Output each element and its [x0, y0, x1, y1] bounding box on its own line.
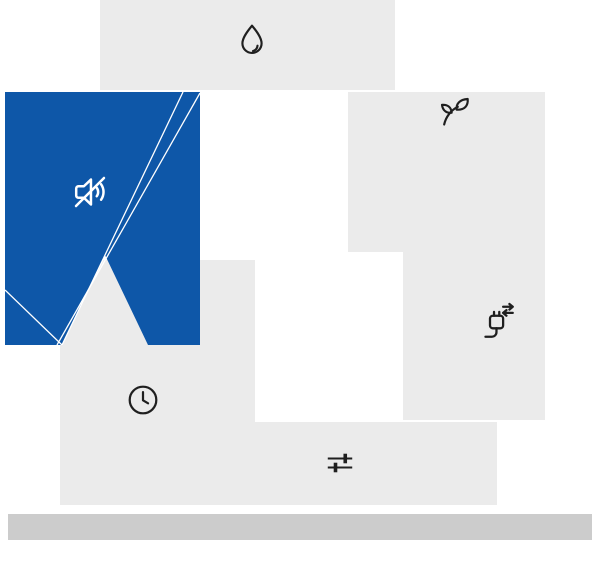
blue-ribbon-banner [4, 91, 201, 346]
speaker-mute-icon [67, 169, 113, 215]
ribbon-shape [4, 91, 201, 346]
clock-icon [124, 381, 162, 419]
plug-swap-icon [476, 301, 518, 343]
sliders-icon [322, 445, 358, 481]
panel-top [100, 0, 395, 90]
footer-strip [8, 514, 592, 540]
panel-right-lower [403, 92, 545, 420]
leaf-icon [435, 92, 475, 132]
water-drop-icon [232, 20, 272, 64]
panel-bottom-center [200, 422, 497, 505]
